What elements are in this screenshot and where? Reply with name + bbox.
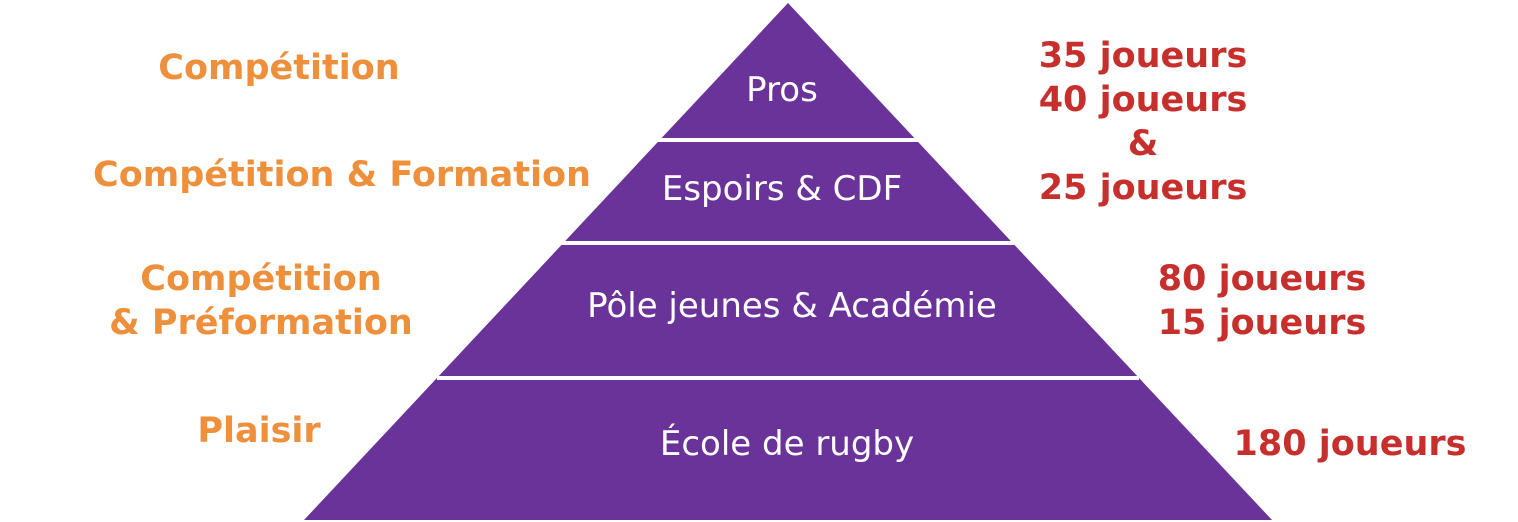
right-label-line: & bbox=[1127, 124, 1159, 164]
left-label-line: Plaisir bbox=[197, 411, 321, 451]
right-label-top: 35 joueurs 40 joueurs & 25 joueurs bbox=[1039, 34, 1248, 210]
left-label-competition-preformation: Compétition & Préformation bbox=[109, 257, 413, 345]
right-label-line: 35 joueurs bbox=[1038, 36, 1248, 76]
left-label-competition: Compétition bbox=[158, 46, 399, 90]
left-label-line: & Préformation bbox=[109, 303, 413, 343]
tier-label-espoirs: Espoirs & CDF bbox=[661, 169, 903, 209]
tier-label-ecole: École de rugby bbox=[659, 424, 915, 464]
right-label-line: 180 joueurs bbox=[1233, 424, 1467, 464]
right-label-line: 40 joueurs bbox=[1038, 80, 1248, 120]
right-label-middle: 80 joueurs 15 joueurs bbox=[1158, 257, 1367, 345]
left-label-line: Compétition bbox=[158, 48, 400, 88]
left-label-line: Compétition & Formation bbox=[93, 155, 591, 195]
left-label-plaisir: Plaisir bbox=[197, 409, 320, 453]
left-label-competition-formation: Compétition & Formation bbox=[93, 153, 591, 197]
tier-label-pros: Pros bbox=[746, 70, 818, 110]
left-label-line: Compétition bbox=[140, 259, 382, 299]
right-label-line: 15 joueurs bbox=[1157, 303, 1367, 343]
right-label-bottom: 180 joueurs bbox=[1234, 422, 1467, 466]
pyramid-body bbox=[304, 3, 1272, 520]
right-label-line: 25 joueurs bbox=[1038, 168, 1248, 208]
tier-label-pole-jeunes: Pôle jeunes & Académie bbox=[587, 286, 997, 326]
right-label-line: 80 joueurs bbox=[1157, 259, 1367, 299]
